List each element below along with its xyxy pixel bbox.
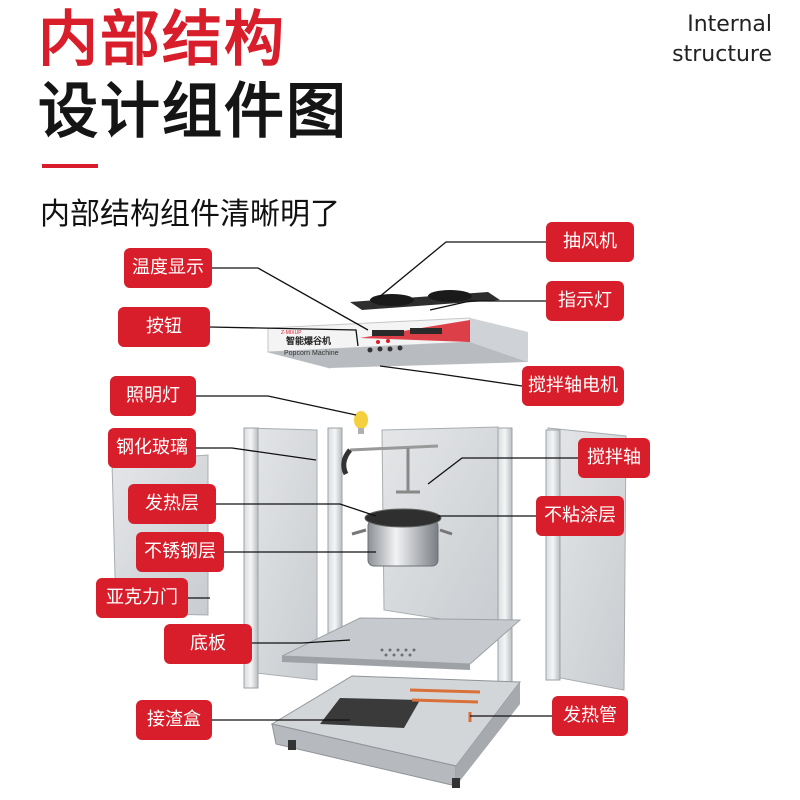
exhaust-fan — [350, 290, 500, 310]
label-stirring-shaft: 搅拌轴 — [578, 438, 650, 478]
label-heating-layer: 发热层 — [128, 484, 216, 524]
panel-name-cn: 智能爆谷机 — [286, 335, 331, 347]
kettle-pot — [351, 508, 453, 567]
leader-lines — [188, 241, 578, 721]
title-black: 设计组件图 — [38, 77, 348, 147]
brand-small: Z-MIXUP — [281, 330, 302, 336]
base-plate — [281, 617, 522, 665]
accent-bar — [42, 164, 98, 168]
label-exhaust-fan: 抽风机 — [546, 222, 634, 262]
heating-tube — [409, 688, 481, 722]
title-red: 内部结构 — [38, 5, 286, 75]
label-crumb-tray: 接渣盒 — [136, 700, 212, 740]
light-bulb-icon — [354, 411, 368, 434]
subtitle: 内部结构组件清晰明了 — [40, 197, 340, 232]
bottom-base — [270, 675, 521, 788]
label-lighting-lamp: 照明灯 — [110, 376, 196, 416]
panel-name-en: Popcorn Machine — [284, 350, 339, 357]
label-stainless-steel-layer: 不锈钢层 — [136, 532, 224, 572]
stirring-shaft — [341, 444, 439, 494]
label-stirring-motor: 搅拌轴电机 — [522, 366, 624, 406]
frame-post-left — [243, 427, 259, 689]
door-frame-right — [545, 429, 561, 681]
english-title-line2: structure — [672, 42, 772, 67]
label-acrylic-door: 亚克力门 — [96, 578, 188, 618]
label-heating-tube: 发热管 — [552, 696, 628, 736]
label-tempered-glass: 钢化玻璃 — [108, 428, 196, 468]
english-title-line1: Internal — [687, 12, 772, 37]
label-nonstick-coating: 不粘涂层 — [536, 496, 624, 536]
label-base-plate: 底板 — [164, 624, 252, 664]
frame-post-right — [497, 427, 513, 689]
frame-post-mid — [327, 427, 343, 649]
control-box: Z-MIXUP 智能爆谷机 Popcorn Machine — [267, 317, 528, 369]
label-buttons: 按钮 — [118, 307, 210, 347]
label-indicator-light: 指示灯 — [546, 281, 624, 321]
english-title: Internal structure — [672, 10, 772, 70]
label-temperature-display: 温度显示 — [124, 248, 212, 288]
